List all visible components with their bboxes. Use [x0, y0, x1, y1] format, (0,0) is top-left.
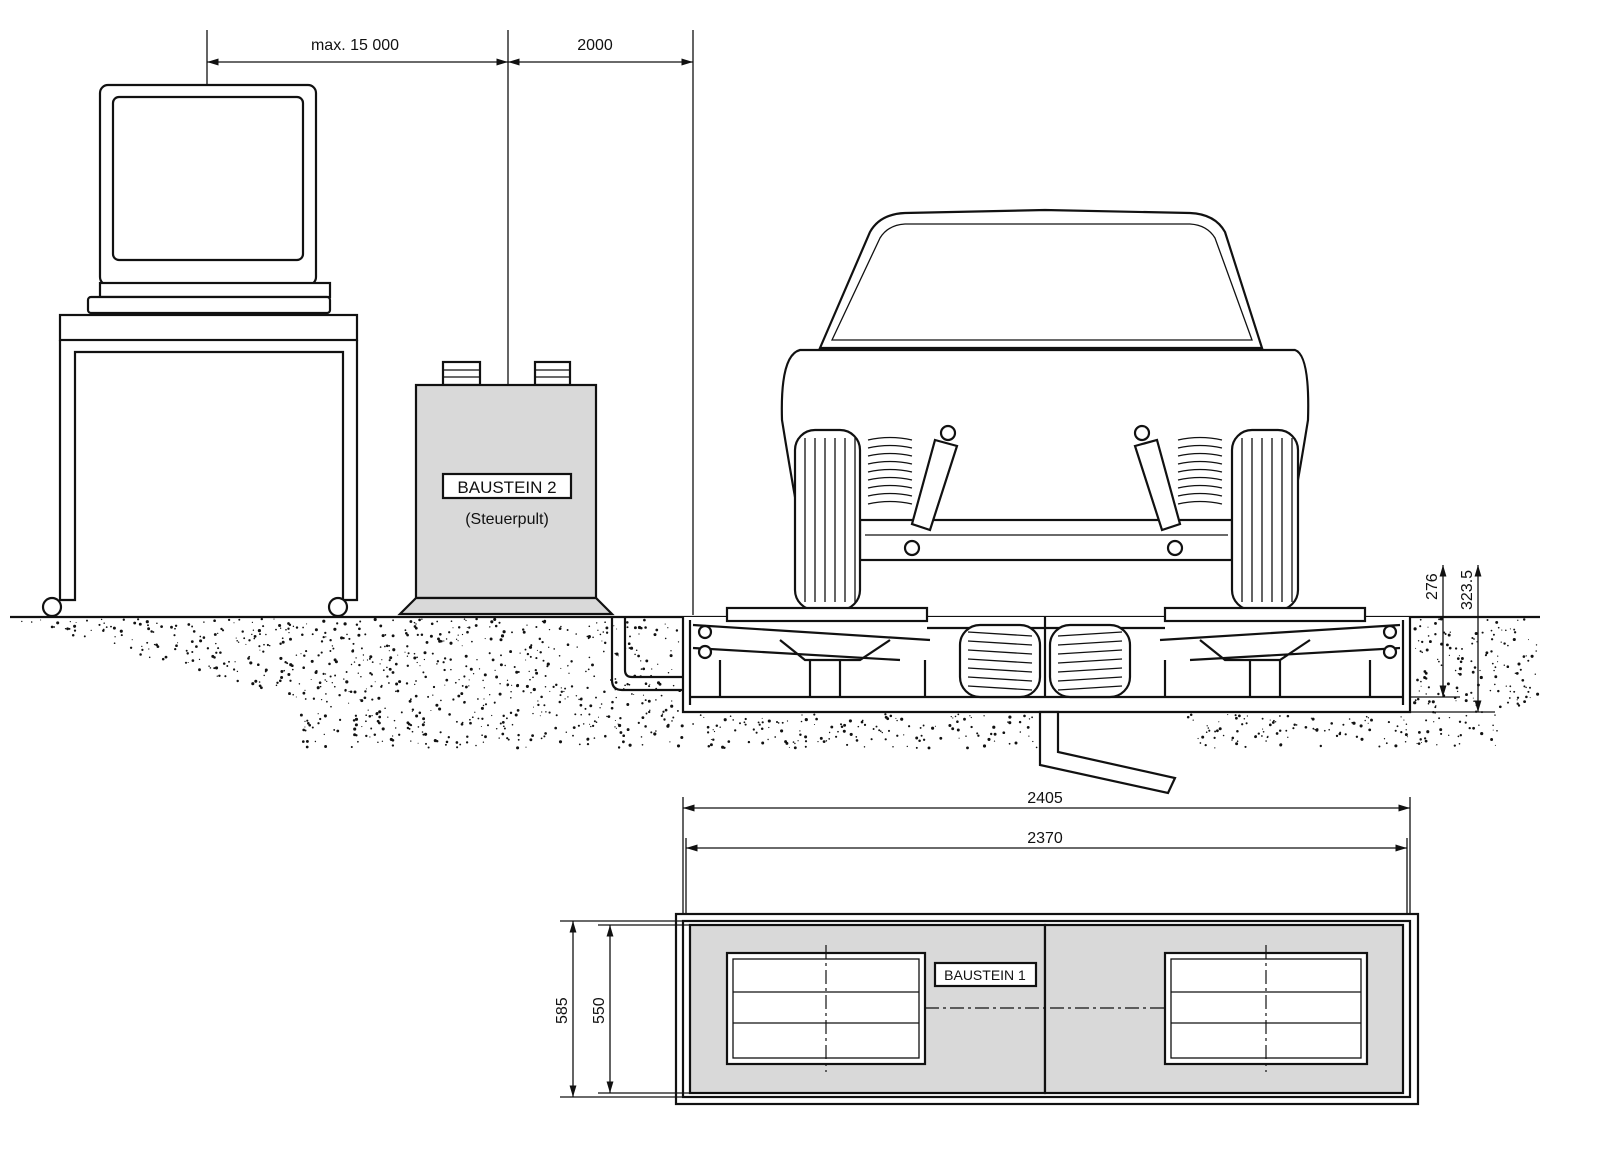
dim-pit-depth-inner: 276	[1424, 573, 1441, 600]
length-dimensions: 2405 2370	[682, 790, 1411, 920]
module2-label: BAUSTEIN 2	[457, 478, 556, 497]
monitor-table	[41, 313, 359, 618]
dim-outer-width: 585	[554, 997, 571, 1024]
ground-gravel	[21, 617, 1540, 750]
car-front-view	[780, 208, 1310, 612]
control-console: BAUSTEIN 2 (Steuerpult)	[397, 360, 683, 692]
left-plate	[725, 945, 927, 1072]
dim-max-distance: max. 15 000	[311, 37, 399, 54]
dim-console-offset: 2000	[577, 37, 613, 54]
dim-inner-length: 2370	[1027, 830, 1063, 847]
monitor	[86, 83, 332, 315]
dim-inner-width: 550	[591, 997, 608, 1024]
top-dimensions: max. 15 000 2000	[206, 30, 694, 615]
dim-pit-depth-outer: 323.5	[1459, 570, 1476, 610]
dim-outer-length: 2405	[1027, 790, 1063, 807]
plan-view: BAUSTEIN 1 585 550	[554, 912, 1420, 1106]
module2-sublabel: (Steuerpult)	[465, 511, 549, 528]
depth-dimensions: 276 323.5	[1410, 565, 1495, 713]
module1-label: BAUSTEIN 1	[944, 967, 1026, 983]
pit-section	[681, 606, 1412, 795]
right-plate	[1163, 945, 1369, 1072]
